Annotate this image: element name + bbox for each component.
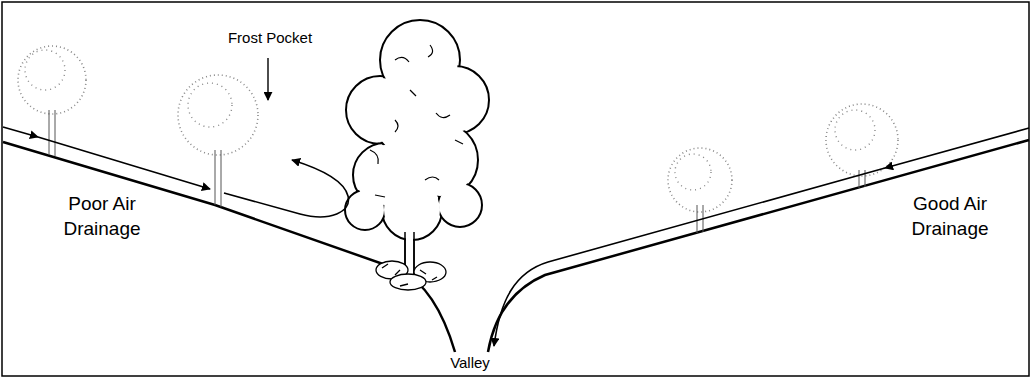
air-flow-arrow [3, 127, 348, 217]
large-tree [345, 20, 489, 278]
callout-label: Frost Pocket [215, 28, 325, 48]
stippled-tree [178, 75, 258, 207]
region-label: Good Air Drainage [895, 192, 1005, 241]
stippled-tree [18, 46, 86, 156]
undergrowth [376, 261, 446, 290]
air-flow-arrow [494, 128, 1029, 346]
right-slope [488, 140, 1029, 352]
pointer-arrow [267, 58, 268, 100]
place-label: Valley [430, 353, 510, 373]
stippled-tree [826, 104, 898, 188]
left-slope [3, 142, 455, 352]
region-label: Poor Air Drainage [47, 192, 157, 241]
